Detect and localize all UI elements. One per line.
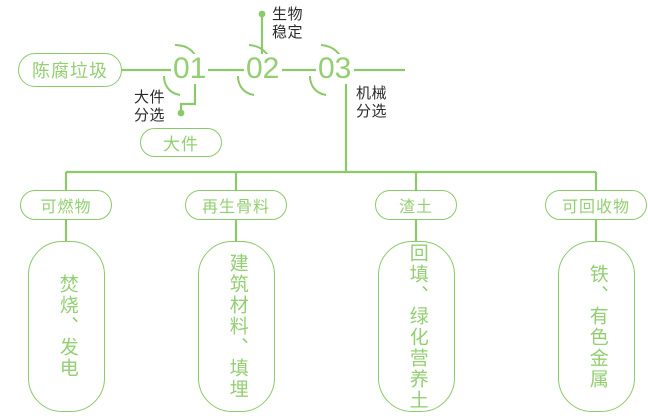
output-detail-0-text: 焚烧、发电 — [56, 274, 78, 379]
source-node[interactable]: 陈腐垃圾 — [18, 53, 122, 87]
output-detail-box-0[interactable]: 焚烧、发电 — [28, 241, 105, 412]
stage-02-annotation: 生物 稳定 — [272, 6, 304, 41]
output-node-3[interactable]: 可回收物 — [545, 190, 647, 220]
output-detail-box-3[interactable]: 铁、有色金属 — [558, 241, 635, 412]
stage-01-annotation: 大件 分选 — [134, 89, 166, 124]
dot-stage02-annotation — [258, 10, 266, 18]
bulky-output-node[interactable]: 大件 — [140, 128, 222, 157]
stage-number-01[interactable]: 01 — [171, 52, 209, 85]
output-node-2[interactable]: 渣土 — [375, 190, 457, 220]
arc-stage03-bottom — [309, 75, 327, 96]
arc-stage01-bottom — [163, 75, 181, 96]
output-node-0-label: 可燃物 — [40, 199, 92, 216]
stage-number-02[interactable]: 02 — [244, 52, 282, 85]
output-detail-1-text: 建筑材料、填埋 — [226, 253, 248, 400]
output-detail-box-2[interactable]: 回填、绿化营养土 — [378, 241, 455, 412]
output-detail-3-text: 铁、有色金属 — [586, 263, 608, 390]
output-detail-2-text: 回填、绿化营养土 — [406, 242, 428, 411]
output-node-1[interactable]: 再生骨料 — [185, 190, 287, 220]
output-node-2-label: 渣土 — [398, 199, 433, 216]
output-node-1-label: 再生骨料 — [201, 199, 270, 216]
arc-stage02-bottom — [237, 75, 255, 96]
output-detail-box-1[interactable]: 建筑材料、填埋 — [198, 241, 275, 412]
stage-03-annotation: 机械 分选 — [356, 85, 388, 120]
output-node-0[interactable]: 可燃物 — [20, 190, 112, 220]
dot-bulky-link — [177, 109, 185, 117]
output-node-3-label: 可回收物 — [561, 199, 630, 216]
bulky-output-label: 大件 — [163, 135, 199, 154]
stage-number-03[interactable]: 03 — [316, 52, 354, 85]
source-node-label: 陈腐垃圾 — [32, 61, 108, 81]
